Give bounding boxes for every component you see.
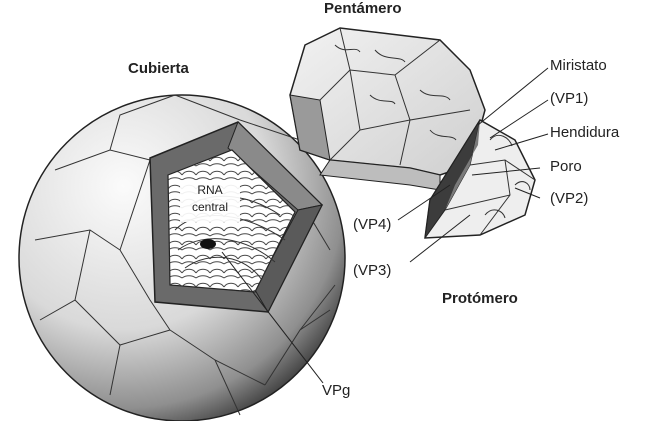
label-vp4: (VP4) [353, 216, 392, 233]
label-vpg: VPg [322, 382, 351, 399]
label-cubierta: Cubierta [128, 60, 189, 77]
label-rna: RNA [197, 183, 223, 197]
vpg-dot [200, 239, 216, 249]
capsid-sphere [18, 94, 346, 421]
leader-lines [221, 67, 549, 384]
label-hendidura: Hendidura [550, 124, 620, 141]
label-vp3: (VP3) [353, 262, 392, 279]
protomer-wedge [424, 118, 536, 239]
label-protomero: Protómero [442, 290, 518, 307]
label-poro: Poro [550, 158, 582, 175]
label-pentamero: Pentámero [324, 0, 402, 17]
label-vp2: (VP2) [550, 190, 589, 207]
pentamer-block [289, 27, 486, 191]
label-vp1: (VP1) [550, 90, 589, 107]
label-central: central [191, 200, 229, 214]
label-miristato: Miristato [550, 57, 607, 74]
